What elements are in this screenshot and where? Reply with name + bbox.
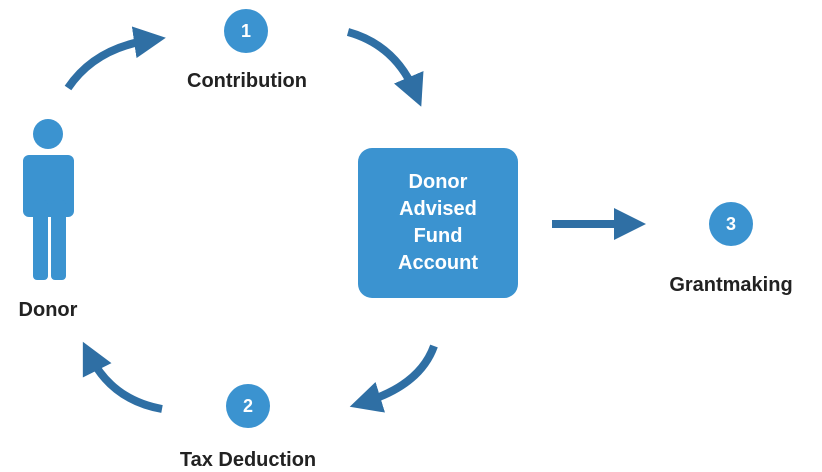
contribution-arrow-left	[64, 26, 166, 91]
step-2-label: Tax Deduction	[179, 449, 317, 471]
step-3-badge: 3	[709, 202, 753, 246]
fund-account-line: Fund	[413, 225, 463, 247]
fund-account-line: Advised	[399, 198, 477, 220]
tax-deduction-arrow-left	[82, 341, 163, 413]
fund-account-box: Donor Advised Fund Account	[358, 148, 518, 298]
step-2-badge: 2	[226, 384, 270, 428]
person-icon	[23, 119, 74, 280]
step-1-label: Contribution	[187, 70, 307, 92]
fund-account-line: Donor	[408, 171, 468, 193]
step-3-label: Grantmaking	[669, 274, 793, 296]
tax-deduction-arrow-right	[349, 344, 438, 413]
fund-account-line: Account	[398, 252, 478, 274]
step-1-badge: 1	[224, 9, 268, 53]
donor-label: Donor	[18, 299, 78, 321]
contribution-arrow-right	[346, 28, 424, 107]
